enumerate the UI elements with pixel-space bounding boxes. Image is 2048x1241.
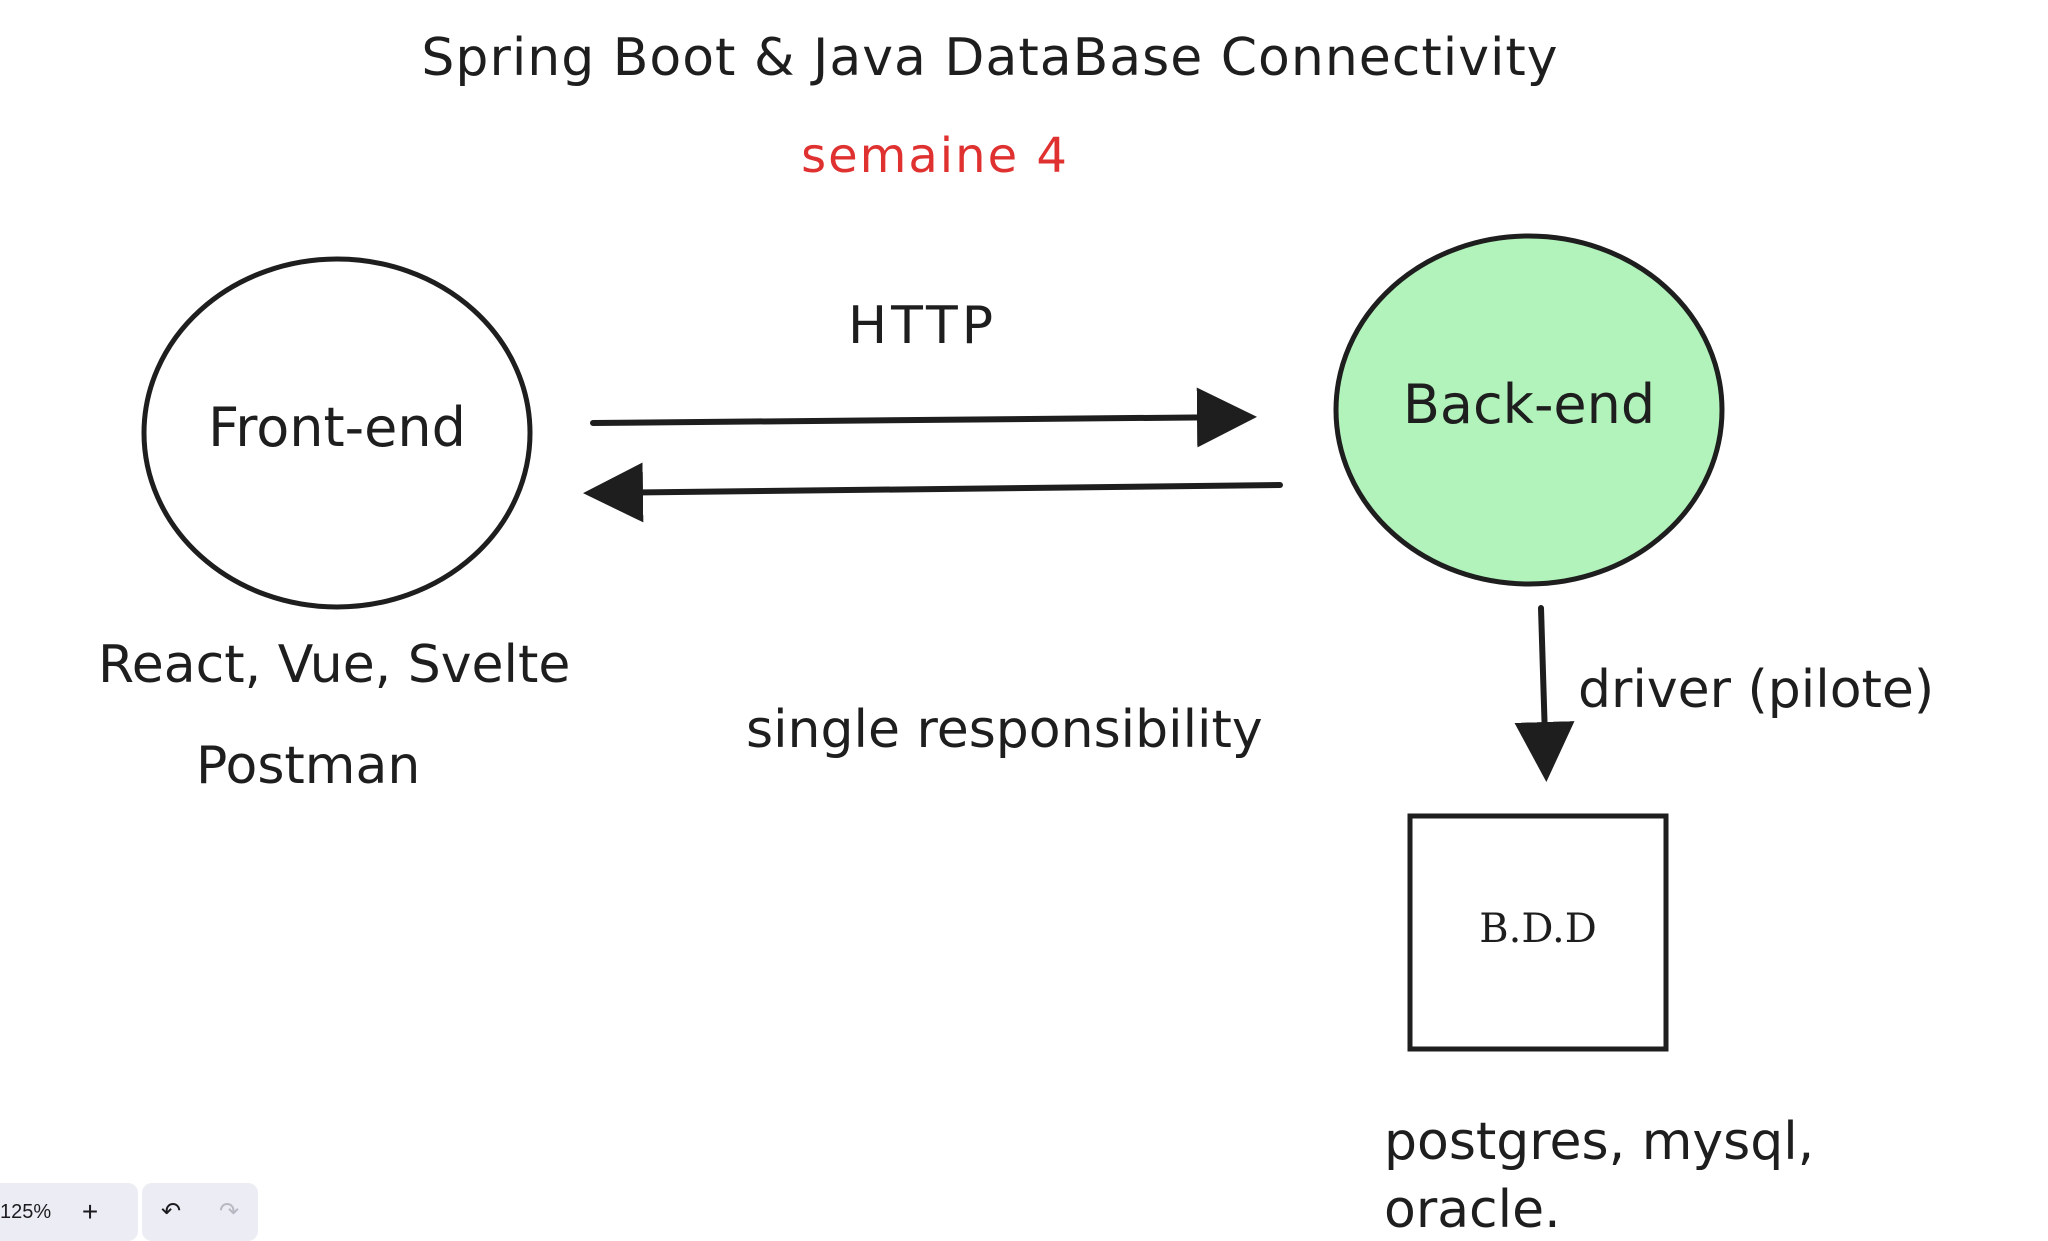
principle-note: single responsibility (746, 700, 1263, 760)
http-request-arrow[interactable] (590, 387, 1257, 448)
driver-label: driver (pilote) (1578, 660, 1935, 720)
undo-icon[interactable]: ↶ (160, 1198, 182, 1225)
frontend-label: Front-end (208, 396, 466, 459)
diagram-title: Spring Boot & Java DataBase Connectivity (421, 28, 1559, 88)
backend-label: Back-end (1402, 373, 1656, 436)
redo-icon[interactable]: ↷ (218, 1198, 240, 1225)
database-node[interactable] (1407, 813, 1669, 1052)
diagram-subtitle: semaine 4 (801, 128, 1069, 184)
databases-note-line1: postgres, mysql, (1384, 1112, 1815, 1172)
backend-node[interactable] (1333, 233, 1725, 587)
zoom-toolbar: 125% + (0, 1183, 138, 1241)
driver-arrow[interactable] (1514, 605, 1575, 782)
http-response-arrow[interactable] (583, 462, 1283, 523)
zoom-level[interactable]: 125% (0, 1201, 52, 1223)
tools-note: Postman (196, 736, 421, 796)
frontend-node[interactable] (141, 256, 533, 610)
history-toolbar: ↶ ↷ (142, 1183, 258, 1241)
frameworks-note: React, Vue, Svelte (98, 635, 571, 695)
database-label: B.D.D (1479, 906, 1597, 952)
http-label: HTTP (848, 296, 998, 356)
plus-icon[interactable]: + (81, 1196, 99, 1227)
databases-note-line2: oracle. (1384, 1180, 1561, 1240)
